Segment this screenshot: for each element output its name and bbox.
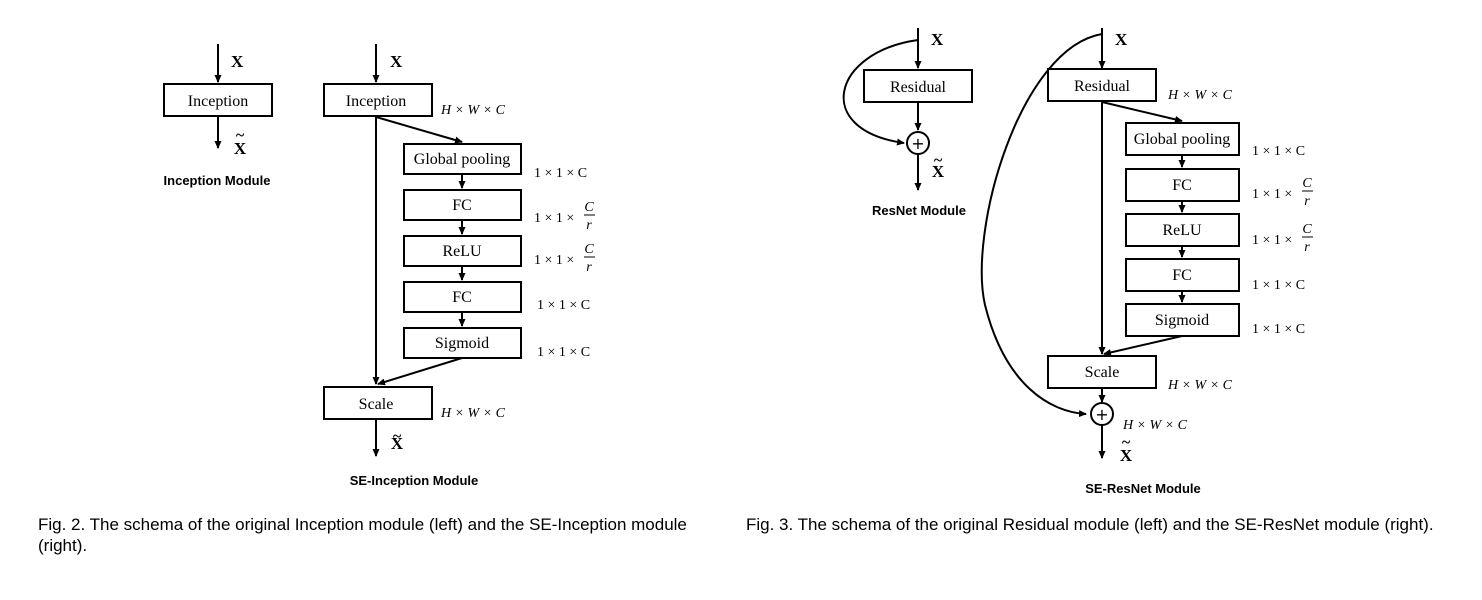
se-inception-module-diagram: X Inception H × W × C Global pooling 1 ×… (323, 44, 595, 488)
scale-label: Scale (1085, 364, 1120, 381)
fc2-label: FC (1172, 267, 1192, 284)
frac-numerator: C (1302, 222, 1312, 237)
global-pooling-dim-label: 1 × 1 × C (1252, 144, 1305, 159)
branch-arrow (375, 116, 463, 144)
plus-icon: + (1095, 405, 1108, 424)
relu-block (1125, 213, 1240, 247)
input-x-label: X (231, 52, 244, 71)
branch-arrow (1101, 101, 1183, 123)
inception-module-diagram: X Inception ~ X Inception Module (163, 44, 273, 188)
fc1-block (403, 189, 522, 221)
sigmoid-dim-label: 1 × 1 × C (537, 345, 590, 360)
output-tilde: ~ (934, 152, 943, 169)
global-pooling-block (403, 143, 522, 175)
output-x-label: X (1120, 446, 1133, 465)
output-tilde: ~ (236, 127, 245, 144)
output-x-label: X (932, 162, 945, 181)
inception-module-title: Inception Module (164, 173, 271, 188)
relu-dim-label: 1 × 1 × C r (1252, 222, 1313, 255)
sigmoid-dim-label: 1 × 1 × C (1252, 322, 1305, 337)
dim-prefix: 1 × 1 × (534, 253, 574, 268)
fc2-block (403, 281, 522, 313)
dim-prefix: 1 × 1 × (1252, 233, 1292, 248)
dim-prefix: 1 × 1 × (1252, 187, 1292, 202)
rescale-arrow (1103, 335, 1183, 356)
output-tilde: ~ (393, 428, 402, 445)
input-x-label: X (390, 52, 403, 71)
fc1-dim-label: 1 × 1 × C r (1252, 176, 1313, 209)
plus-icon: + (911, 134, 924, 153)
skip-connection (980, 33, 1103, 418)
dim-prefix: 1 × 1 × (534, 211, 574, 226)
fc1-label: FC (452, 197, 472, 214)
inception-block-label: Inception (346, 93, 406, 110)
relu-label: ReLU (442, 243, 482, 260)
inception-block (323, 83, 433, 117)
global-pooling-label: Global pooling (414, 151, 510, 168)
input-x-label: X (931, 30, 944, 49)
fc1-block (1125, 168, 1240, 202)
resnet-module-title: ResNet Module (872, 203, 966, 218)
output-x-label: X (234, 139, 247, 158)
rescale-arrow (377, 357, 463, 386)
residual-block-label: Residual (1074, 78, 1131, 95)
fc1-dim-label: 1 × 1 × C r (534, 200, 595, 233)
fc1-label: FC (1172, 177, 1192, 194)
frac-numerator: C (1302, 176, 1312, 191)
addition-dim-label: H × W × C (1122, 418, 1188, 433)
frac-numerator: C (584, 200, 594, 215)
se-inception-module-title: SE-Inception Module (350, 473, 479, 488)
sigmoid-label: Sigmoid (435, 335, 489, 352)
global-pooling-block (1125, 122, 1240, 156)
frac-numerator: C (584, 242, 594, 257)
skip-connection (842, 39, 919, 146)
scale-block (323, 386, 433, 420)
fc2-label: FC (452, 289, 472, 306)
frac-denominator: r (1304, 240, 1310, 255)
scale-label: Scale (359, 396, 394, 413)
resnet-module-diagram: X Residual + ~ X ResNet Module (842, 28, 973, 218)
frac-denominator: r (586, 218, 592, 233)
inception-block-label: Inception (188, 93, 248, 110)
input-x-label: X (1115, 30, 1128, 49)
fig2-caption: Fig. 2. The schema of the original Incep… (38, 515, 687, 555)
residual-block-label: Residual (890, 79, 947, 96)
se-resnet-module-diagram: X Residual H × W × C Global pooling 1 × … (980, 28, 1313, 496)
residual-block (863, 69, 973, 103)
output-tilde: ~ (1122, 434, 1131, 451)
scale-block (1047, 355, 1157, 389)
global-pooling-dim-label: 1 × 1 × C (534, 166, 587, 181)
fc2-dim-label: 1 × 1 × C (537, 298, 590, 313)
inception-dim-label: H × W × C (440, 103, 506, 118)
sigmoid-label: Sigmoid (1155, 312, 1209, 329)
scale-dim-label: H × W × C (440, 406, 506, 421)
relu-label: ReLU (1162, 222, 1202, 239)
residual-dim-label: H × W × C (1167, 88, 1233, 103)
sigmoid-block (403, 327, 522, 359)
fc2-dim-label: 1 × 1 × C (1252, 278, 1305, 293)
frac-denominator: r (586, 260, 592, 275)
frac-denominator: r (1304, 194, 1310, 209)
relu-dim-label: 1 × 1 × C r (534, 242, 595, 275)
se-resnet-module-title: SE-ResNet Module (1085, 481, 1201, 496)
scale-dim-label: H × W × C (1167, 378, 1233, 393)
global-pooling-label: Global pooling (1134, 131, 1230, 148)
fig3-caption: Fig. 3. The schema of the original Resid… (746, 515, 1434, 534)
output-x-label: X (391, 434, 404, 453)
sigmoid-block (1125, 303, 1240, 337)
